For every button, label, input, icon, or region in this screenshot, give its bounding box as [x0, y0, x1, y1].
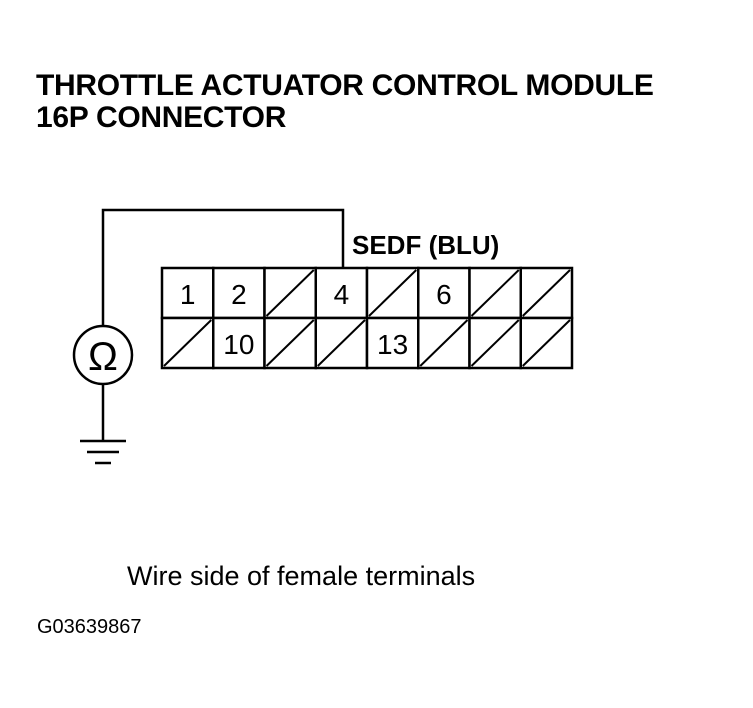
ohmmeter-icon: Ω [72, 324, 134, 386]
unused-pin-slash [317, 319, 366, 367]
empty-pin [263, 316, 317, 370]
diagram-title: THROTTLE ACTUATOR CONTROL MODULE 16P CON… [36, 70, 654, 134]
empty-pin [468, 266, 522, 320]
empty-pin [519, 266, 574, 320]
title-line-1: THROTTLE ACTUATOR CONTROL MODULE [36, 69, 654, 102]
connector-16p: 1 2 4 6 10 13 [160, 266, 574, 370]
title-line-2: 16P CONNECTOR [36, 101, 287, 134]
caption: Wire side of female terminals [127, 561, 476, 591]
pin-number: 1 [180, 279, 196, 310]
pin-number: 4 [334, 279, 350, 310]
test-wire [101, 208, 345, 330]
empty-pin [417, 316, 471, 370]
unused-pin-slash [470, 269, 520, 317]
empty-pin [263, 266, 317, 320]
unused-pin-slash [522, 319, 571, 367]
empty-pin [160, 316, 215, 370]
pin-1: 1 [160, 266, 215, 320]
unused-pin-slash [368, 269, 417, 317]
pin-number: 6 [436, 279, 452, 310]
pin-6: 6 [417, 266, 471, 320]
unused-pin-slash [265, 319, 315, 367]
unused-pin-slash [163, 319, 212, 367]
pin-4: 4 [314, 266, 369, 320]
wire-label: SEDF (BLU) [352, 230, 499, 260]
pin-13: 13 [365, 316, 420, 370]
figure-id: G03639867 [37, 616, 142, 638]
empty-pin [468, 316, 522, 370]
unused-pin-slash [419, 319, 469, 367]
unused-pin-slash [522, 269, 571, 317]
pin-number: 2 [231, 279, 247, 310]
unused-pin-slash [265, 269, 315, 317]
ohm-symbol: Ω [88, 335, 118, 379]
unused-pin-slash [470, 319, 520, 367]
ground-icon [80, 439, 126, 465]
pin-number: 10 [223, 329, 254, 360]
empty-pin [519, 316, 574, 370]
empty-pin [314, 316, 369, 370]
pin-10: 10 [212, 316, 266, 370]
pin-number: 13 [377, 329, 408, 360]
pin-2: 2 [212, 266, 266, 320]
empty-pin [365, 266, 420, 320]
